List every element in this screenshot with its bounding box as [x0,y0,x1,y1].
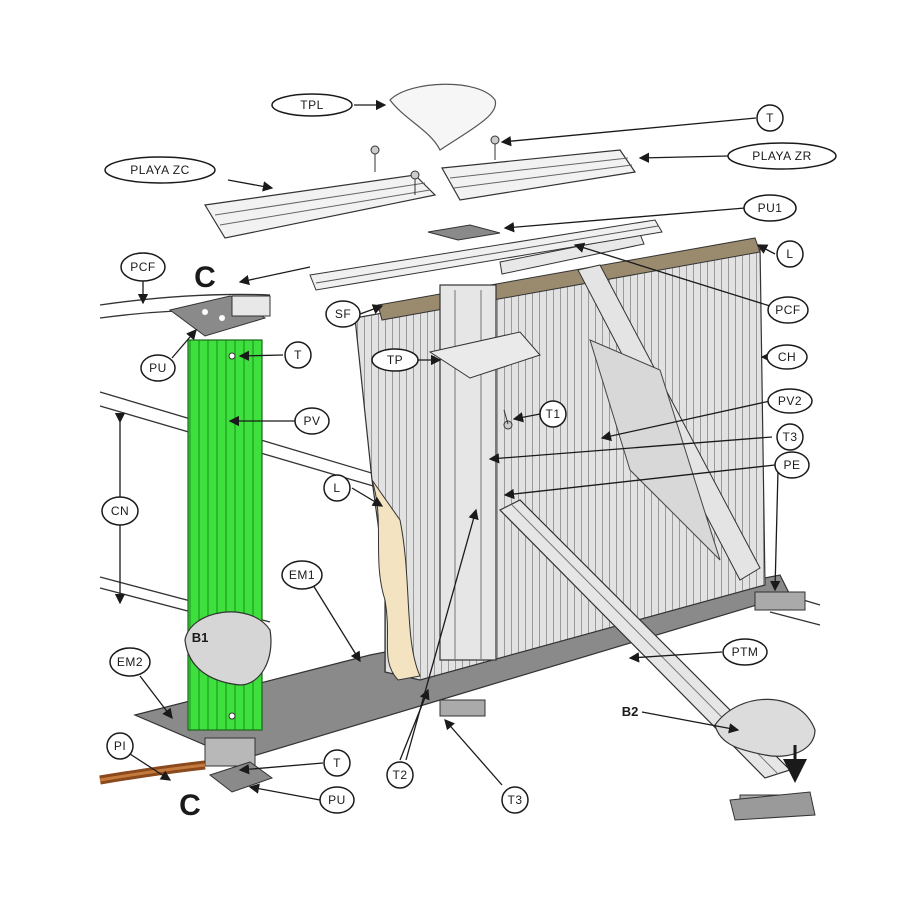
svg-text:CN: CN [111,504,129,518]
svg-text:PV: PV [303,414,320,428]
b2-cap [714,698,816,757]
label-em2: EM2 [109,647,151,677]
svg-text:TP: TP [387,353,403,367]
svg-text:EM1: EM1 [289,568,315,582]
label-pu-bottom: PU [319,786,355,814]
svg-text:T1: T1 [545,407,560,421]
svg-text:PTM: PTM [732,645,759,659]
svg-text:T: T [294,348,302,362]
svg-text:T2: T2 [392,768,407,782]
svg-text:TPL: TPL [300,98,324,112]
label-playa-zc: PLAYA ZC [104,156,216,184]
label-pv2: PV2 [767,388,813,414]
pu-bottom-plate [208,761,274,793]
label-t-top: T [756,104,784,132]
b1-cap [184,611,272,686]
svg-text:PI: PI [114,739,126,753]
svg-text:PLAYA ZR: PLAYA ZR [752,149,812,163]
svg-text:PU: PU [149,361,167,375]
label-tpl: TPL [271,93,353,117]
svg-text:B2: B2 [622,704,639,719]
svg-text:T3: T3 [782,430,797,444]
svg-text:PU1: PU1 [758,201,783,215]
label-tp: TP [371,348,419,372]
svg-text:PCF: PCF [775,303,801,317]
svg-text:PLAYA ZC: PLAYA ZC [130,163,190,177]
label-cn: CN [101,496,139,526]
svg-text:PCF: PCF [130,260,156,274]
svg-text:C: C [194,261,216,294]
label-t1: T1 [539,400,567,428]
label-pu-top: PU [140,354,176,382]
playa-zr [441,149,637,201]
label-t3-right: T3 [776,423,804,451]
pu1-plate [427,224,501,241]
label-c-top: C [194,261,216,294]
svg-text:CH: CH [778,350,796,364]
svg-text:T: T [766,111,774,125]
label-l-left: L [323,474,351,502]
screws [370,135,513,430]
label-t2: T2 [386,761,414,789]
label-sf: SF [325,300,361,328]
label-pcf-left: PCF [120,252,166,282]
svg-text:PE: PE [783,458,800,472]
label-playa-zr: PLAYA ZR [727,142,837,170]
svg-text:PU: PU [328,793,346,807]
pcf-block [231,295,271,317]
label-ch: CH [766,344,808,370]
svg-text:EM2: EM2 [117,655,143,669]
callout-labels: TPL T PLAYA ZC PLAYA ZR PU1 PCF C L [101,93,837,822]
leader-lines [114,99,781,801]
label-pi: PI [106,732,134,760]
label-t-left: T [284,341,312,369]
svg-text:C: C [179,789,201,822]
svg-text:T: T [333,756,341,770]
svg-text:SF: SF [335,307,351,321]
tpl-cover [389,83,497,151]
label-pv: PV [294,407,330,435]
upper-brace-web [589,339,721,561]
label-pe: PE [774,451,810,479]
label-ptm: PTM [722,638,768,666]
label-t-bottom: T [323,749,351,777]
svg-text:T3: T3 [507,793,522,807]
label-c-bottom: C [179,789,201,822]
playa-zc [204,174,437,239]
tp-bracket [428,331,541,379]
base-rail [204,737,256,767]
svg-text:B1: B1 [192,630,209,645]
floor-slab [729,791,816,821]
svg-text:PV2: PV2 [778,394,802,408]
label-t3-bottom: T3 [501,786,529,814]
label-pcf-right: PCF [767,296,809,324]
label-b1: B1 [192,630,209,645]
label-em1: EM1 [281,560,323,590]
label-pu1: PU1 [743,194,797,222]
svg-text:L: L [786,247,793,261]
svg-text:L: L [333,481,340,495]
label-b2: B2 [622,704,639,719]
liner [371,479,421,681]
label-l-right: L [776,240,804,268]
